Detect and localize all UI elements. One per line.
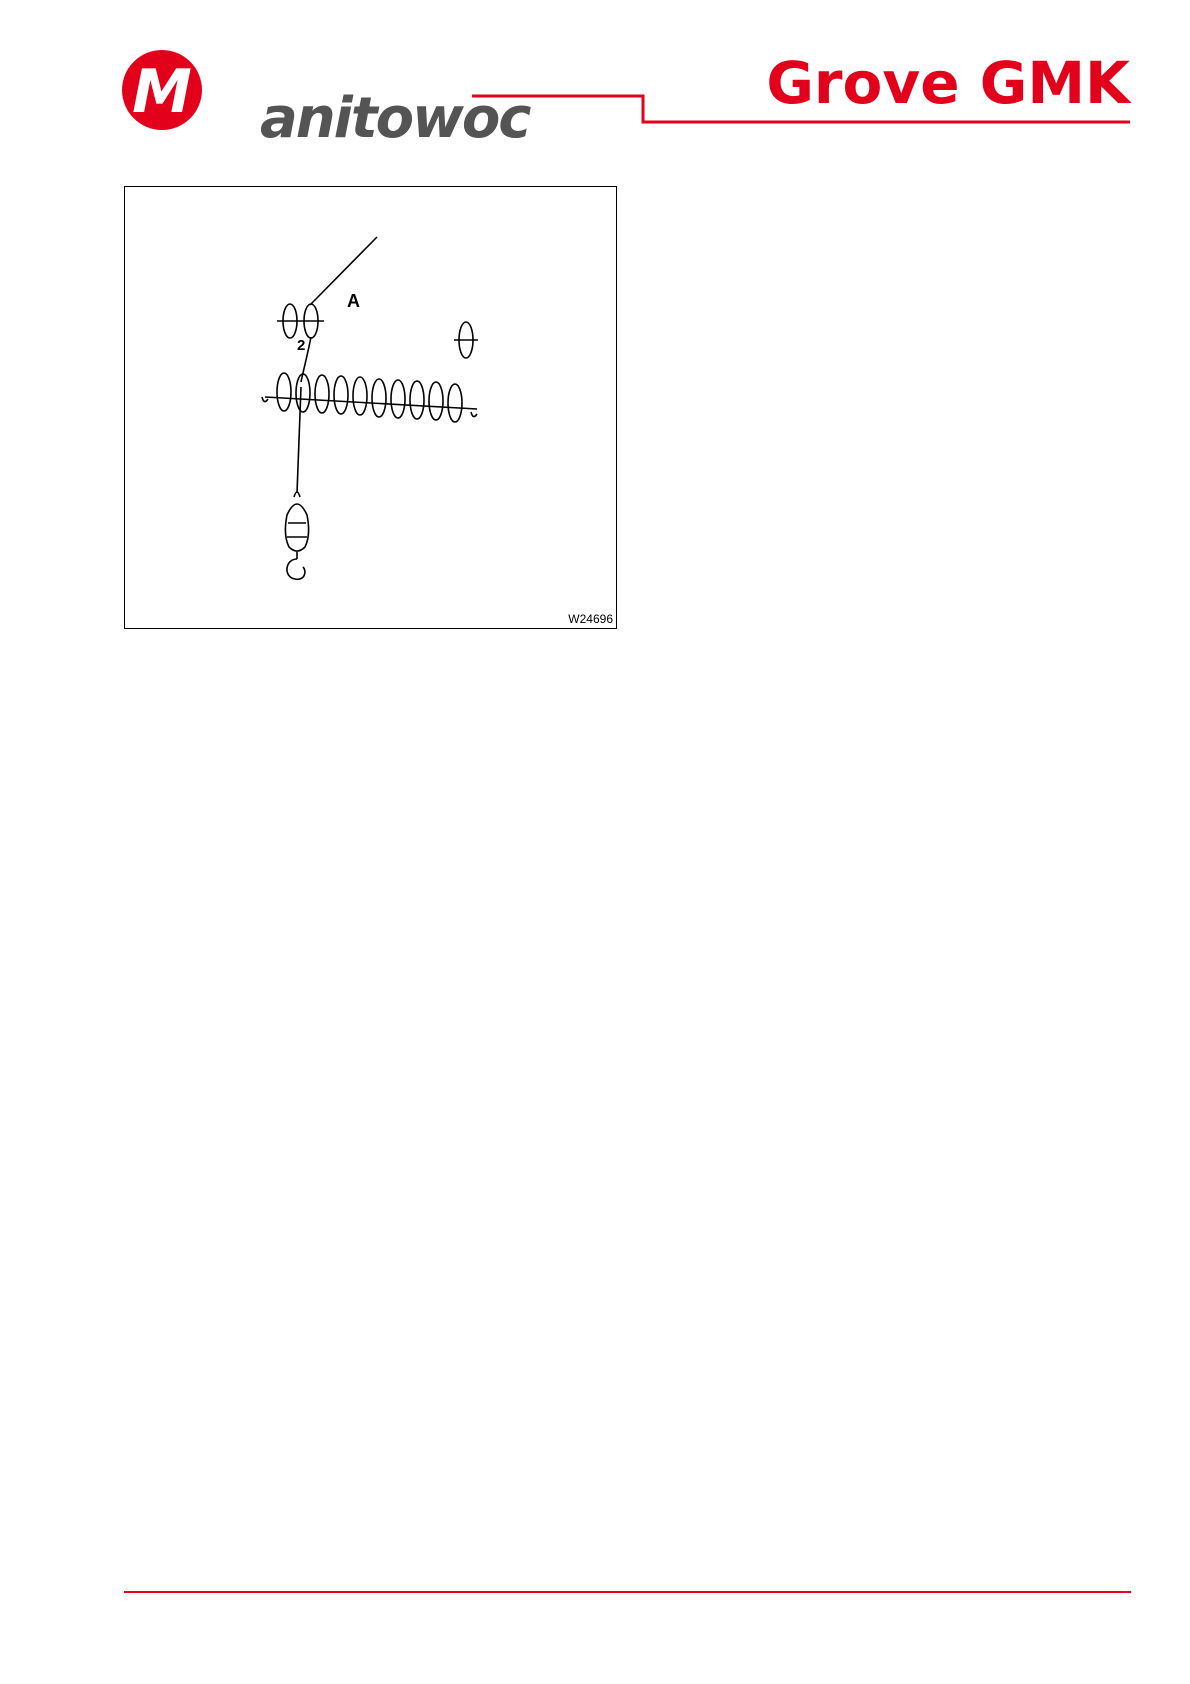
label-a: A [347, 291, 360, 312]
logo-letter: M [132, 57, 192, 127]
figure-id: W24696 [568, 612, 613, 626]
reeving-drawing [125, 187, 618, 630]
brand-title: Grove GMK [766, 54, 1130, 112]
footer-rule [124, 1591, 1131, 1593]
reeving-diagram: A 2 W24696 [124, 186, 617, 629]
manitowoc-logo: M anitowoc [120, 48, 470, 134]
logo-wordmark: anitowoc [260, 86, 530, 151]
label-2: 2 [297, 337, 305, 354]
